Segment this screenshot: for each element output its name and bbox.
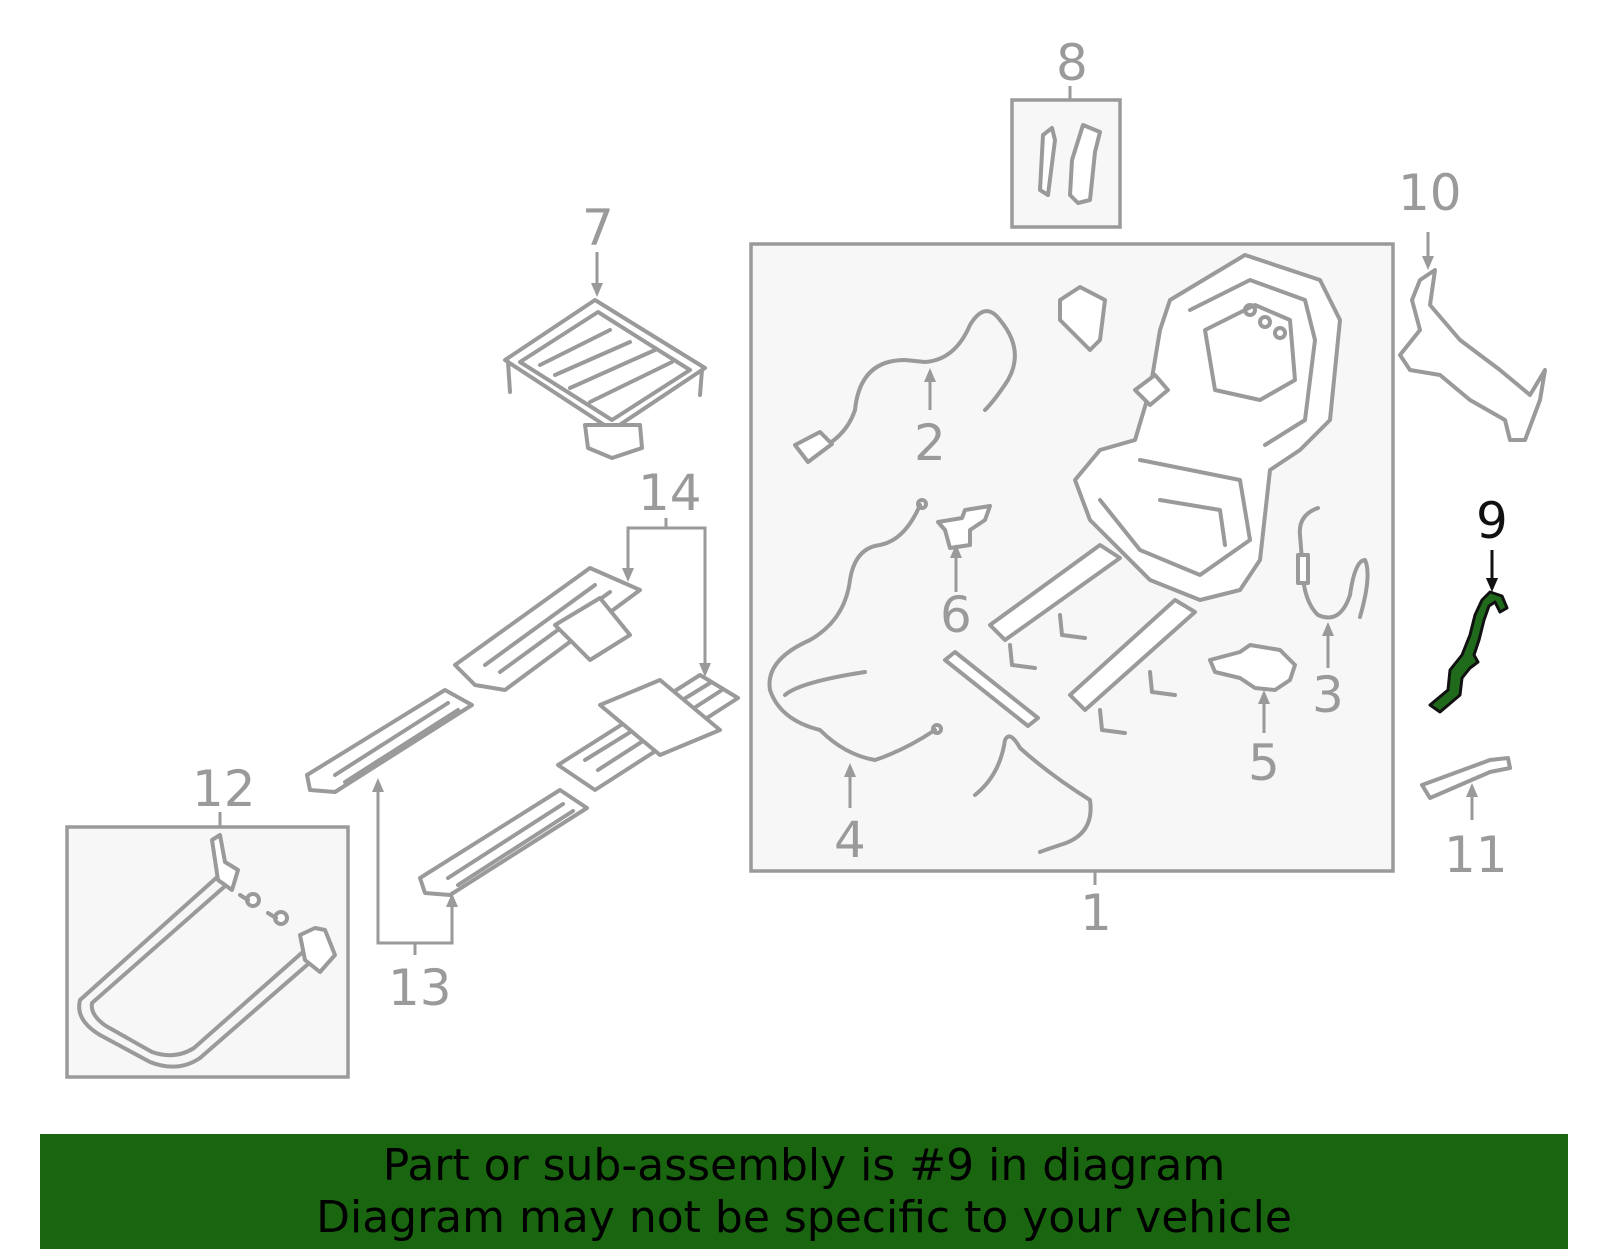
leader-14 bbox=[626, 526, 707, 665]
arrow-7 bbox=[591, 283, 603, 297]
seat-rail-part-12[interactable] bbox=[77, 833, 337, 1069]
rail-cover-upper[interactable] bbox=[453, 566, 642, 692]
callout-8[interactable]: 8 bbox=[1056, 34, 1088, 92]
callout-12[interactable]: 12 bbox=[192, 760, 256, 818]
arrow-6 bbox=[950, 544, 962, 558]
arrow-14a bbox=[622, 568, 634, 582]
rail-trim-lower[interactable] bbox=[418, 788, 589, 897]
arrow-13a bbox=[372, 778, 384, 792]
arrow-5 bbox=[1258, 690, 1270, 704]
arrow-10 bbox=[1422, 256, 1434, 270]
cable-part-4[interactable] bbox=[767, 498, 943, 762]
callout-9[interactable]: 9 bbox=[1476, 492, 1508, 550]
info-banner: Part or sub-assembly is #9 in diagram Di… bbox=[40, 1134, 1568, 1249]
rod-part[interactable] bbox=[943, 650, 1040, 728]
callout-2[interactable]: 2 bbox=[914, 414, 946, 472]
latch-part-5[interactable] bbox=[1208, 643, 1297, 692]
arrow-2 bbox=[924, 368, 936, 382]
bracket-part-10[interactable] bbox=[1398, 268, 1547, 442]
cable-part-3[interactable] bbox=[1296, 506, 1370, 620]
callout-3[interactable]: 3 bbox=[1312, 666, 1344, 724]
arrow-11 bbox=[1466, 783, 1478, 797]
banner-line-1: Part or sub-assembly is #9 in diagram bbox=[382, 1140, 1226, 1191]
cable-part-2[interactable] bbox=[793, 309, 1017, 464]
rail-cover-lower[interactable] bbox=[556, 673, 740, 792]
callout-14[interactable]: 14 bbox=[638, 464, 702, 522]
cushion-frame-part-7[interactable] bbox=[503, 298, 707, 460]
seat-bracket-part[interactable] bbox=[1058, 285, 1107, 352]
arrow-4 bbox=[844, 763, 856, 777]
callout-13[interactable]: 13 bbox=[388, 959, 452, 1017]
highlighted-tube-part-9[interactable] bbox=[1428, 590, 1509, 714]
callout-1[interactable]: 1 bbox=[1080, 884, 1112, 942]
assembly-box-8 bbox=[1010, 98, 1122, 229]
tube-part[interactable] bbox=[973, 734, 1093, 854]
banner-line-2: Diagram may not be specific to your vehi… bbox=[316, 1192, 1292, 1243]
seat-frame-part[interactable] bbox=[988, 253, 1342, 735]
callout-4[interactable]: 4 bbox=[834, 811, 866, 869]
callout-7[interactable]: 7 bbox=[582, 199, 614, 257]
callout-10[interactable]: 10 bbox=[1398, 164, 1462, 222]
arrow-14b bbox=[699, 663, 711, 677]
strip-part-11[interactable] bbox=[1420, 756, 1512, 800]
callout-11[interactable]: 11 bbox=[1444, 826, 1508, 884]
arrow-9 bbox=[1486, 578, 1498, 592]
callout-5[interactable]: 5 bbox=[1248, 734, 1280, 792]
bracket-part-6[interactable] bbox=[936, 504, 992, 550]
trim-part-8[interactable] bbox=[1038, 123, 1102, 205]
arrow-3 bbox=[1322, 622, 1334, 636]
callout-6[interactable]: 6 bbox=[940, 586, 972, 644]
rail-trim-upper[interactable] bbox=[305, 688, 474, 794]
arrow-13b bbox=[446, 893, 458, 907]
